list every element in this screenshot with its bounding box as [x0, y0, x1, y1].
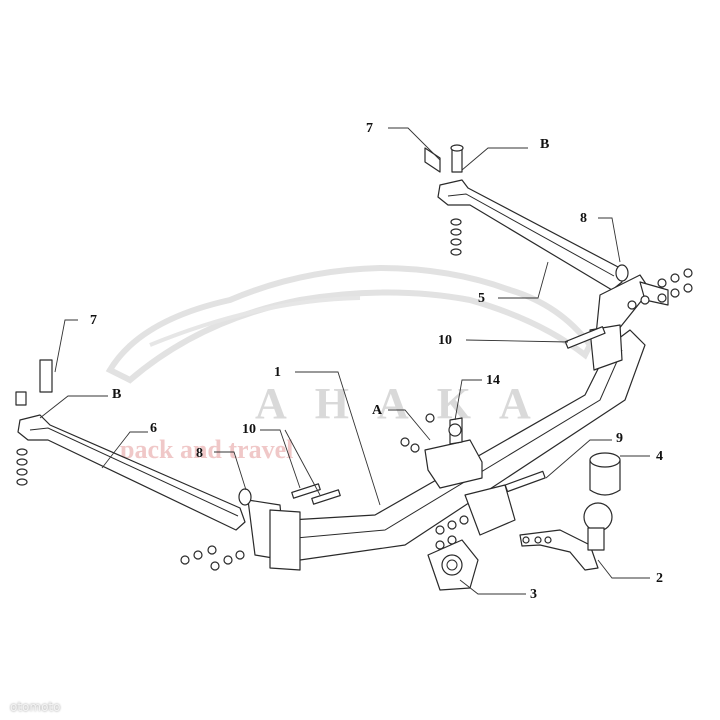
label-a: A: [372, 403, 383, 418]
nut-row-left: [180, 545, 245, 571]
label-7-left: 7: [90, 313, 97, 328]
label-b-left: B: [112, 387, 121, 402]
nut-stack-left: [16, 448, 28, 486]
callout-labels: 7 B 8 5 10 7 B 6 8 10 1 A 14 9 4 2 3: [90, 121, 663, 602]
watermark-car-icon: [105, 264, 594, 384]
tow-ball: [519, 502, 613, 571]
socket-plate: [427, 539, 479, 591]
tow-ball-cap: [589, 452, 621, 496]
label-10-right: 10: [438, 333, 452, 348]
label-1: 1: [274, 365, 281, 380]
watermark-brand: AHAKA: [255, 379, 559, 428]
label-3: 3: [530, 587, 537, 602]
ball-mount-plate: [435, 470, 546, 550]
label-10-left: 10: [242, 422, 256, 437]
bolts-left: [291, 483, 341, 505]
bolt-right: [564, 326, 606, 349]
credit-watermark: otomoto: [10, 700, 61, 714]
nut-stack-right: [450, 218, 462, 256]
leader-lines: [39, 127, 650, 595]
label-8-top: 8: [580, 211, 587, 226]
label-14: 14: [486, 373, 500, 388]
label-b-top: B: [540, 137, 549, 152]
watermark-tagline: pack and travel: [120, 435, 293, 464]
label-2: 2: [656, 571, 663, 586]
label-9: 9: [616, 431, 623, 446]
label-8-left: 8: [196, 446, 203, 461]
label-7-top: 7: [366, 121, 373, 136]
watermark: AHAKA pack and travel: [105, 264, 594, 464]
nut-row-right: [627, 268, 693, 310]
label-6: 6: [150, 421, 157, 436]
label-5: 5: [478, 291, 485, 306]
label-4: 4: [656, 449, 663, 464]
center-bracket: [400, 413, 483, 489]
